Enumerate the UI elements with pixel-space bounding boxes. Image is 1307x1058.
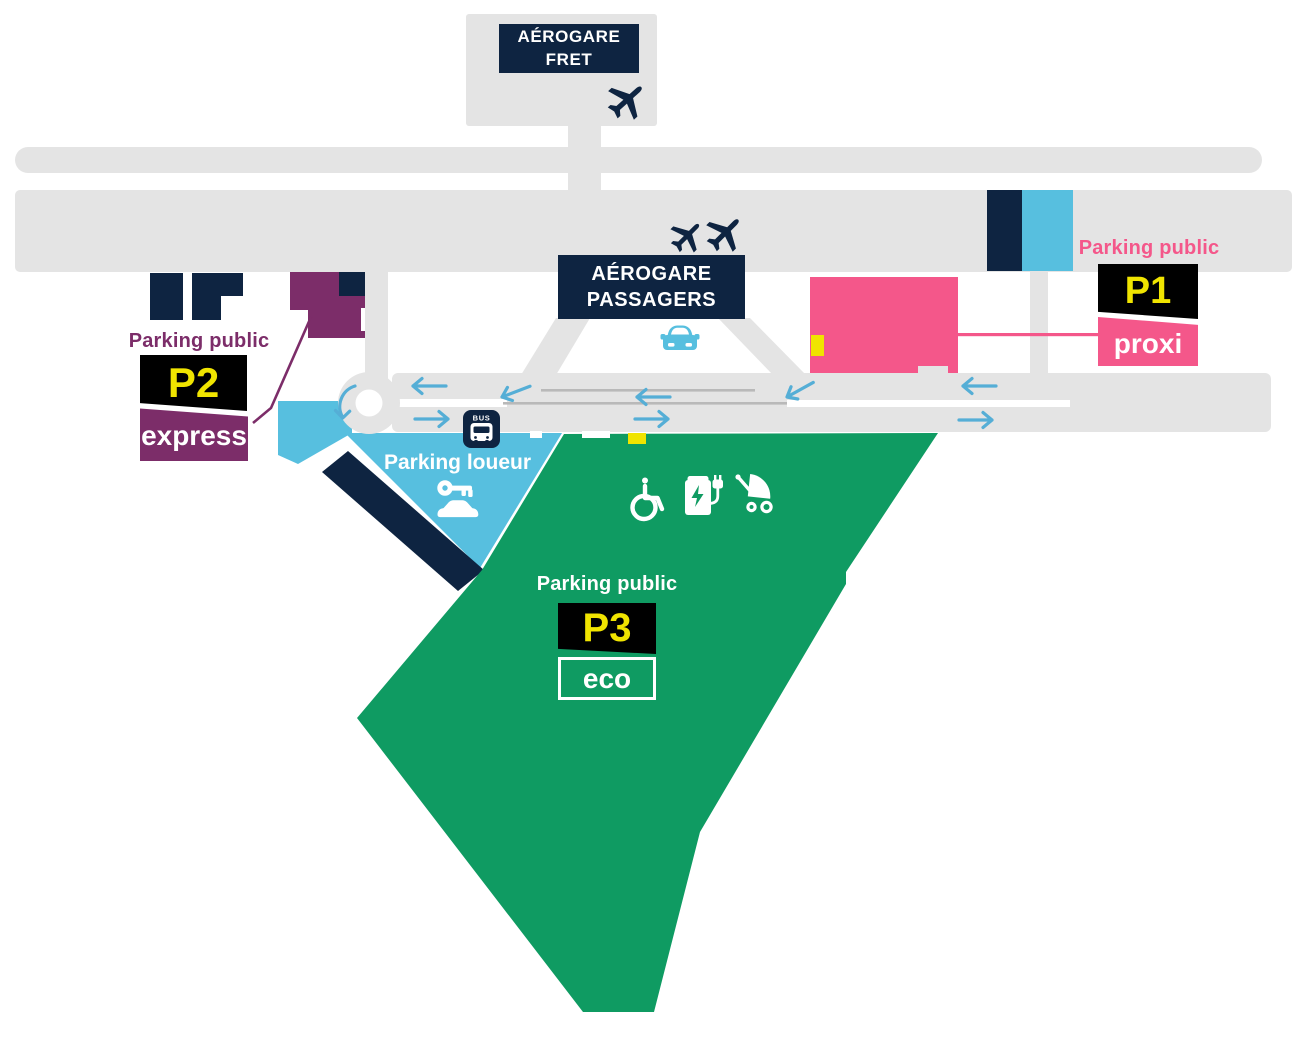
lane-divider-gap-right <box>787 400 1070 407</box>
p1-access-notch <box>918 366 948 374</box>
p2-tier-badge[interactable]: express <box>140 408 248 461</box>
building-block-2 <box>192 273 243 320</box>
p1-code-badge[interactable]: P1 <box>1098 264 1198 319</box>
upper-road <box>15 147 1262 173</box>
bus-stop-label: BUS <box>473 414 491 423</box>
airplane-icon <box>607 86 642 120</box>
taxi-icon <box>660 325 700 350</box>
fret-line1: AÉROGARE <box>517 27 621 47</box>
p1-connector-line <box>956 333 1098 337</box>
roundabout-curve-arrow-icon <box>333 384 357 420</box>
terminal-loop-left <box>521 318 590 375</box>
p2-corner-building <box>339 272 365 296</box>
arrow-left-icon <box>411 376 448 396</box>
p3-code-badge[interactable]: P3 <box>558 603 656 654</box>
airplane-icon <box>706 219 739 252</box>
main-road-band <box>15 190 1292 272</box>
loueur-diagonal-band <box>322 451 484 591</box>
arrow-left-icon <box>635 387 672 407</box>
roundabout <box>338 372 400 434</box>
p2-connector-line <box>252 316 313 424</box>
stroller-icon <box>735 474 773 514</box>
fret-terminal-label: AÉROGARE FRET <box>499 24 639 73</box>
rental-key-car-icon <box>437 480 479 518</box>
passagers-line2: PASSAGERS <box>586 289 717 311</box>
entrance-notch-2 <box>582 431 610 438</box>
p1-entrance-marker <box>811 335 824 356</box>
arrow-left-icon <box>961 376 998 396</box>
parking-p3-area[interactable] <box>357 433 938 1012</box>
bus-icon <box>470 423 493 446</box>
passenger-terminal-label: AÉROGARE PASSAGERS <box>558 255 745 319</box>
parking-p1-area[interactable] <box>810 277 958 373</box>
arrow-right-icon <box>957 410 994 430</box>
right-vertical-road <box>1030 270 1048 376</box>
terminal-block-navy <box>987 190 1022 271</box>
roundabout-access-road <box>365 270 388 388</box>
airplane-icon <box>670 223 700 253</box>
p3-entrance-marker <box>628 433 646 444</box>
terminal-loop-right <box>718 318 806 375</box>
arrow-left-merge-icon <box>500 384 532 403</box>
passagers-line1: AÉROGARE <box>591 263 712 285</box>
parking-areas <box>150 190 1073 1012</box>
traffic-arrows <box>333 376 998 430</box>
p1-category-label: Parking public <box>1078 237 1220 259</box>
p1-tier-badge[interactable]: proxi <box>1098 317 1198 366</box>
p3-category-label: Parking public <box>536 573 678 595</box>
entrance-notch-1 <box>530 431 542 438</box>
lane-divider-gap-left <box>397 399 507 407</box>
ev-charging-icon <box>685 475 723 515</box>
lane-line-1 <box>541 389 755 392</box>
parking-loueur-label: Parking loueur <box>383 451 532 474</box>
arrow-left-merge-icon <box>785 380 815 401</box>
roads-and-buildings <box>15 14 1292 432</box>
fret-line2: FRET <box>545 49 593 69</box>
arrow-right-icon <box>633 409 670 429</box>
p2-code-badge[interactable]: P2 <box>140 355 247 411</box>
p2-category-label: Parking public <box>128 330 270 352</box>
terminal-block-blue <box>1022 190 1073 271</box>
p3-tier-badge[interactable]: eco <box>558 657 656 700</box>
roundabout-center <box>355 389 383 417</box>
bus-stop-badge: BUS <box>463 410 500 448</box>
airplane-icons <box>607 86 739 253</box>
wheelchair-icon <box>630 477 665 522</box>
arrow-right-icon <box>413 409 450 429</box>
loueur-area-west[interactable] <box>278 401 352 464</box>
building-block-1 <box>150 273 183 320</box>
